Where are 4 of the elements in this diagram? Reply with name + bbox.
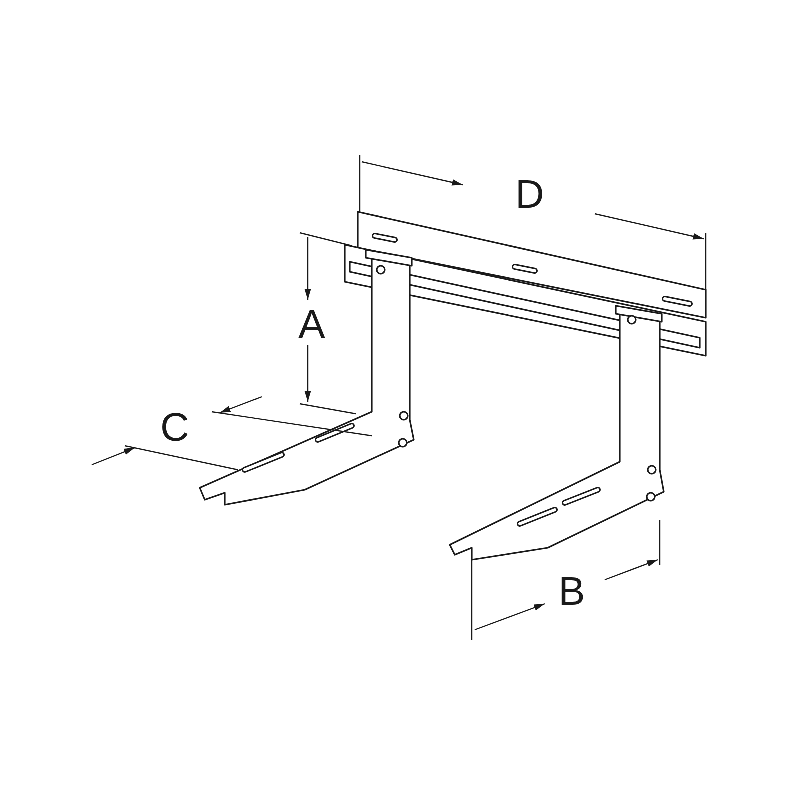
dimension-letter: A <box>298 305 326 345</box>
dimension-letter: C <box>160 408 190 448</box>
dimension-letter: B <box>558 572 586 612</box>
dimension-letter: D <box>514 175 546 215</box>
